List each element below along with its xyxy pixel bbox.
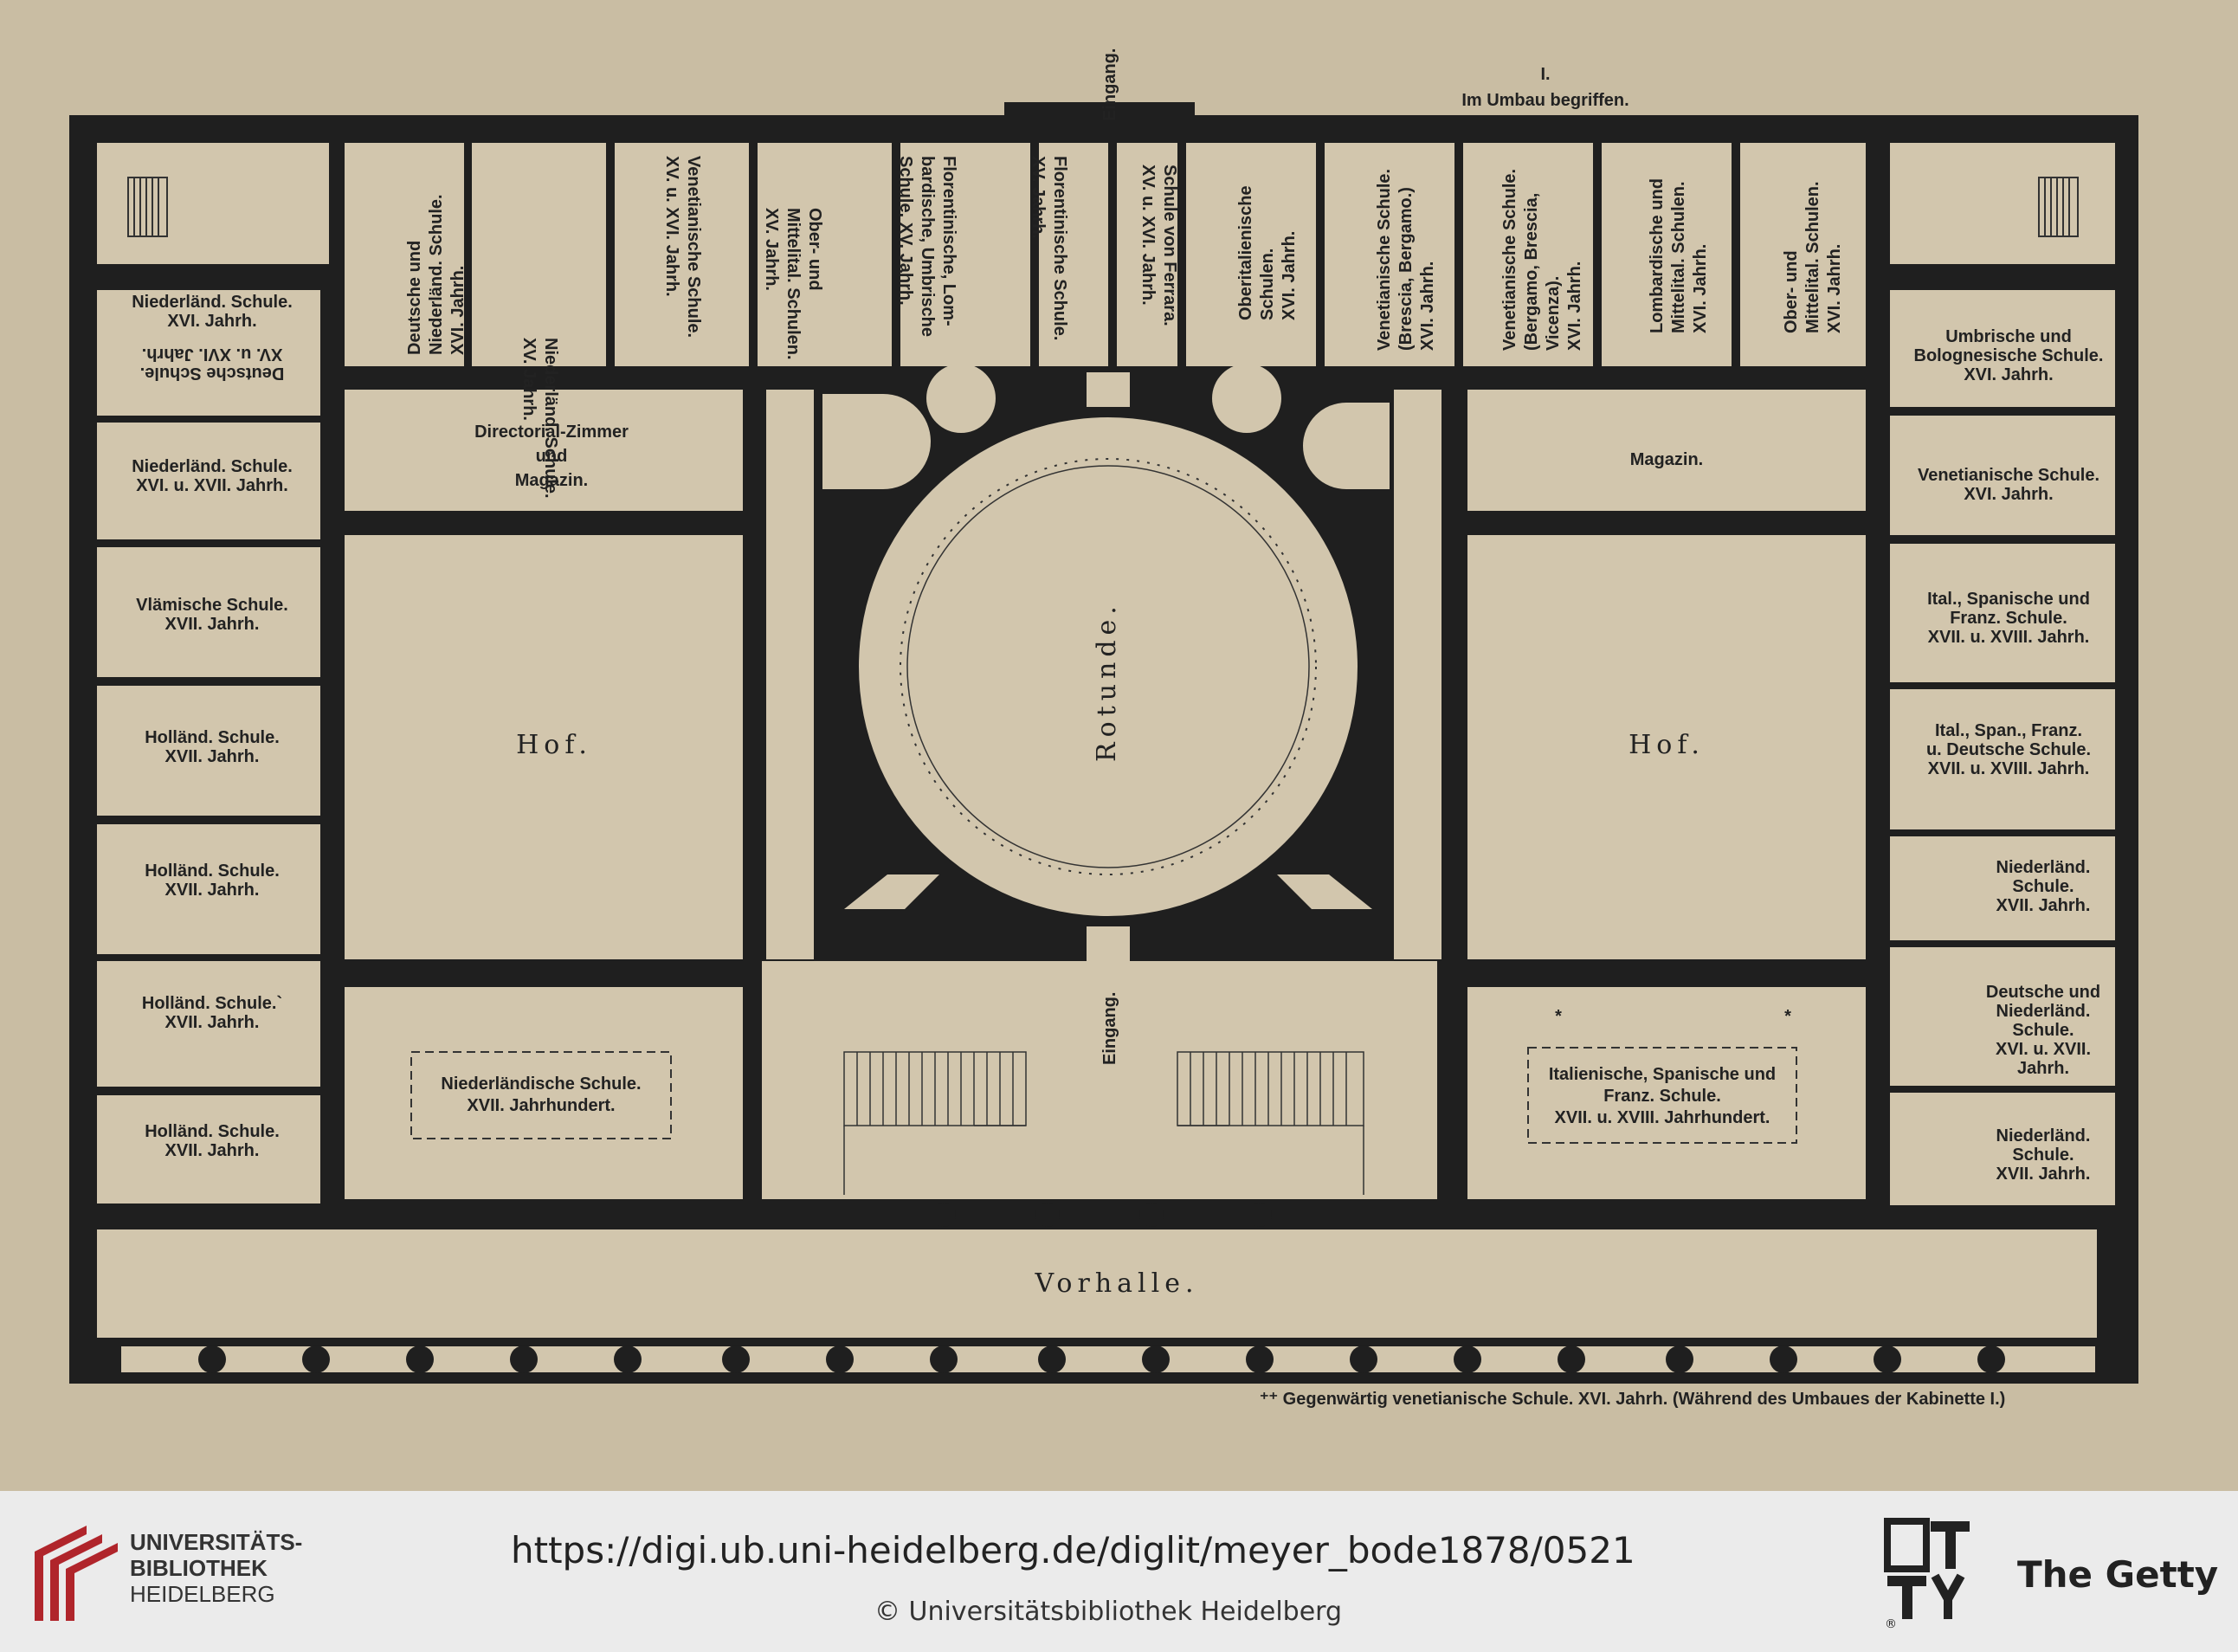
rotunde xyxy=(859,417,1358,916)
svg-text:Niederländ.Schule.XVII. Jahrh.: Niederländ.Schule.XVII. Jahrh. xyxy=(1996,858,2091,915)
ub-line-2: BIBLIOTHEK xyxy=(130,1555,268,1581)
svg-text:Ober- undMittelital. Schulen.X: Ober- undMittelital. Schulen.XV. Jahrh. xyxy=(762,208,824,360)
top-note-sub: Im Umbau begriffen. xyxy=(1461,91,1629,110)
svg-text:Niederländ. Schule.XVI. u. XVI: Niederländ. Schule.XVI. u. XVII. Jahrh. xyxy=(132,457,293,495)
permalink-url[interactable]: https://digi.ub.uni-heidelberg.de/diglit… xyxy=(511,1529,1635,1571)
svg-text:Venetianische Schule.(Bergamo,: Venetianische Schule.(Bergamo, Brescia,V… xyxy=(1500,169,1584,351)
columns xyxy=(932,1203,1272,1227)
getty-name: The Getty xyxy=(2017,1553,2219,1596)
niederl-hall-label: Niederländische Schule.XVII. Jahrhundert… xyxy=(441,1074,641,1115)
entrance-bottom-label: Eingang. xyxy=(1100,992,1119,1065)
stairs-left-icon xyxy=(127,177,168,237)
plan-sheet: I. Im Umbau begriffen. Eingang. Eingang.… xyxy=(69,48,2138,1409)
svg-text:Holländ. Schule.XVII. Jahrh.: Holländ. Schule.XVII. Jahrh. xyxy=(145,861,280,900)
right-cabinets xyxy=(1890,290,2115,1205)
ub-heidelberg-logo-icon xyxy=(35,1526,118,1621)
footnote: ⁺⁺ Gegenwärtig venetianische Schule. XVI… xyxy=(1260,1390,2005,1409)
svg-text:Vlämische Schule.XVII. Jahrh.: Vlämische Schule.XVII. Jahrh. xyxy=(136,596,288,634)
svg-text:Schule von Ferrara.XV. u. XVI.: Schule von Ferrara.XV. u. XVI. Jahrh. xyxy=(1138,165,1179,326)
footer-bar: UNIVERSITÄTS- BIBLIOTHEK HEIDELBERG http… xyxy=(0,1491,2238,1652)
entrance-hall xyxy=(762,961,1437,1199)
hof-left xyxy=(345,535,743,959)
entrance-top-label: Eingang. xyxy=(1100,48,1119,121)
magazin-label: Magazin. xyxy=(1630,450,1703,469)
stairs-bottom-right-icon xyxy=(1177,1051,1364,1126)
vorhalle xyxy=(97,1229,2097,1338)
ub-heidelberg-name: UNIVERSITÄTS- BIBLIOTHEK HEIDELBERG xyxy=(130,1529,302,1607)
magazin-room xyxy=(1467,390,1866,511)
svg-text:Holländ. Schule.`XVII. Jahrh.: Holländ. Schule.`XVII. Jahrh. xyxy=(142,994,282,1032)
getty-logo-icon: ® xyxy=(1884,1518,1970,1629)
copyright-notice: © Universitätsbibliothek Heidelberg xyxy=(874,1597,1343,1627)
directorial-room xyxy=(345,390,743,511)
left-room-labels: Niederländ. Schule.XVI. Jahrh. Deutsche … xyxy=(132,293,293,1160)
stair-room-left xyxy=(97,143,329,264)
floor-plan: I. Im Umbau begriffen. Eingang. Eingang.… xyxy=(69,48,2138,1409)
ub-line-3: HEIDELBERG xyxy=(130,1581,275,1607)
left-cabinets xyxy=(97,290,320,1204)
hof-left-label: Hof. xyxy=(516,730,592,760)
svg-text:Holländ. Schule.XVII. Jahrh.: Holländ. Schule.XVII. Jahrh. xyxy=(145,728,280,766)
svg-text:Niederländ. Schule.XV. Jahrh.: Niederländ. Schule.XV. Jahrh. xyxy=(519,338,560,499)
top-cabinets xyxy=(345,143,1866,366)
svg-text:Niederländ. Schule.XVI. Jahrh.: Niederländ. Schule.XVI. Jahrh. xyxy=(132,293,293,331)
asterisk-right: * xyxy=(1784,1007,1791,1026)
svg-text:Florentinische, Lom-bardische,: Florentinische, Lom-bardische, Umbrische… xyxy=(896,156,958,337)
ital-hall xyxy=(1467,987,1866,1199)
svg-text:Deutsche Schule.XV. u. XVI. Ja: Deutsche Schule.XV. u. XVI. Jahrh. xyxy=(140,345,285,383)
stairs-right-icon xyxy=(2038,177,2079,237)
svg-text:Venetianische Schule.XV. u. XV: Venetianische Schule.XV. u. XVI. Jahrh. xyxy=(662,156,703,338)
top-note: I. xyxy=(1540,65,1550,84)
svg-text:Venetianische Schule.XVI. Jahr: Venetianische Schule.XVI. Jahrh. xyxy=(1918,466,2099,504)
svg-text:Ital., Span., Franz.u. Deutsch: Ital., Span., Franz.u. Deutsche Schule.X… xyxy=(1926,721,2091,778)
svg-text:Florentinische Schule.XV. Jahr: Florentinische Schule.XV. Jahrh. xyxy=(1029,156,1069,340)
hof-right xyxy=(1467,535,1866,959)
getty-registered-mark: ® xyxy=(1885,1617,1897,1629)
svg-text:Ober- undMittelital. Schulen.X: Ober- undMittelital. Schulen.XVI. Jahrh. xyxy=(1782,181,1844,333)
svg-text:Venetianische Schule.(Brescia,: Venetianische Schule.(Brescia, Bergamo.)… xyxy=(1375,169,1437,351)
stair-room-right xyxy=(1890,143,2115,264)
rotunde-label: Rotunde. xyxy=(1092,601,1122,762)
svg-text:Lombardische undMittelital. Sc: Lombardische undMittelital. Schulen.XVI.… xyxy=(1648,178,1710,333)
ub-line-1: UNIVERSITÄTS- xyxy=(130,1529,303,1555)
vorhalle-label: Vorhalle. xyxy=(1035,1268,1199,1299)
hof-right-label: Hof. xyxy=(1629,730,1705,760)
svg-text:Niederländ.Schule.XVII. Jahrh.: Niederländ.Schule.XVII. Jahrh. xyxy=(1996,1126,2091,1184)
stairs-bottom-left-icon xyxy=(843,1051,1027,1126)
asterisk-left: * xyxy=(1555,1007,1562,1026)
svg-text:Holländ. Schule.XVII. Jahrh.: Holländ. Schule.XVII. Jahrh. xyxy=(145,1122,280,1160)
